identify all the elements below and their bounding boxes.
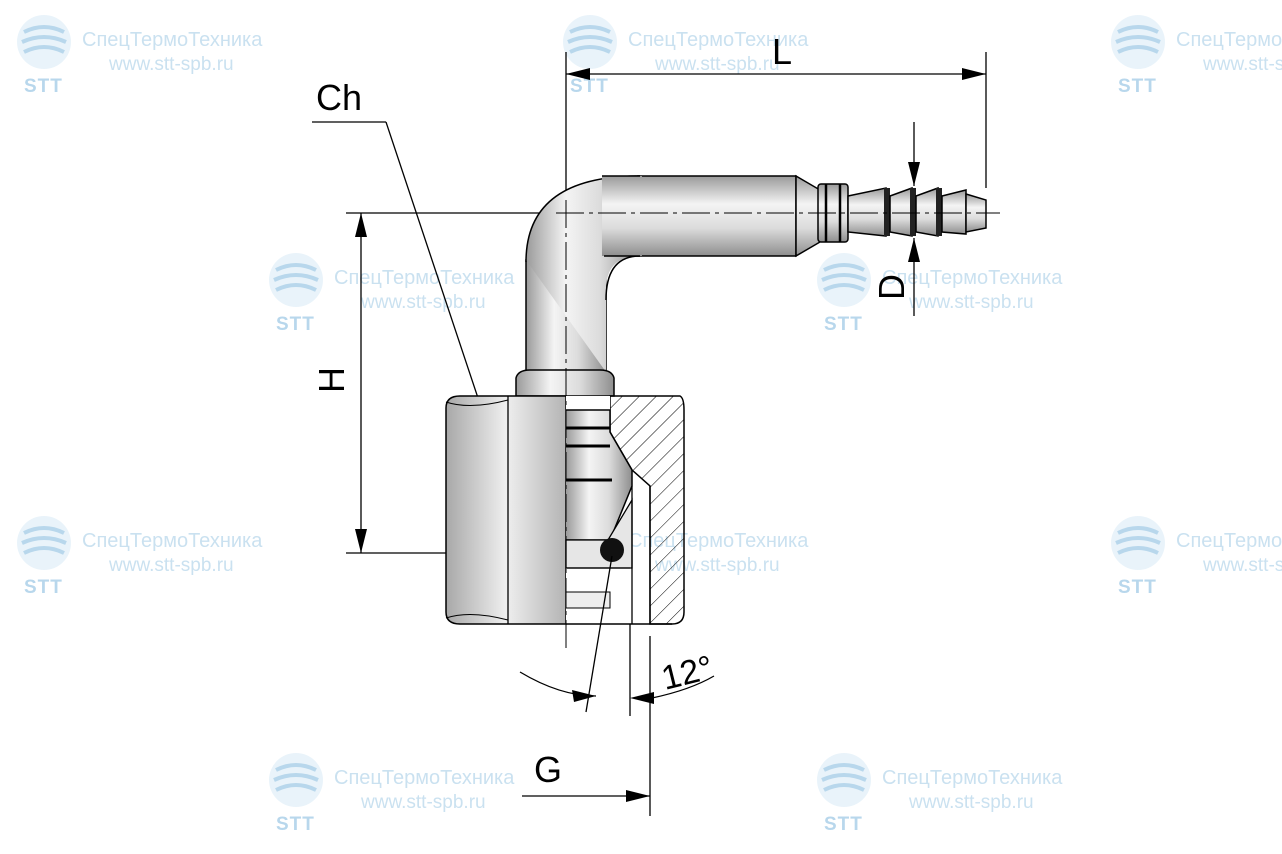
stt-logo-icon (817, 253, 871, 307)
dimension-G (522, 636, 651, 816)
stt-logo-icon (269, 753, 323, 807)
label-D: D (871, 274, 912, 300)
watermark: СпецТермоТехника www.stt-spb.ru STT (1108, 515, 1282, 605)
arrowhead (908, 238, 920, 262)
watermark-logo-text: STT (1118, 577, 1157, 598)
watermark-url: www.stt-spb.ru (361, 292, 486, 313)
label-L: L (772, 31, 792, 72)
watermark-brand: СпецТермоТехника (882, 767, 1063, 789)
watermark-brand: СпецТермоТехника (882, 267, 1063, 289)
watermark-url: www.stt-spb.ru (361, 792, 486, 813)
watermark: СпецТермоТехника www.stt-spb.ru STT (14, 515, 314, 605)
dimension-D (908, 122, 920, 316)
watermark-url: www.stt-spb.ru (909, 292, 1034, 313)
watermark: СпецТермоТехника www.stt-spb.ru STT (14, 14, 314, 104)
watermark-url: www.stt-spb.ru (109, 54, 234, 75)
watermark-url: www.stt-spb.ru (109, 555, 234, 576)
label-Ch: Ch (316, 77, 362, 118)
label-G: G (534, 749, 562, 790)
stt-logo-icon (1111, 15, 1165, 69)
watermark: СпецТермоТехника www.stt-spb.ru STT (266, 752, 566, 842)
watermark-brand: СпецТермоТехника (82, 530, 263, 552)
elbow-tube (525, 174, 821, 373)
hex-nut (445, 395, 567, 625)
watermark-url: www.stt-spb.ru (909, 792, 1034, 813)
watermark-brand: СпецТермоТехника (628, 29, 809, 51)
watermark: СпецТермоТехника www.stt-spb.ru STT (1108, 14, 1282, 104)
label-H: H (311, 367, 352, 393)
stt-logo-icon (17, 15, 71, 69)
arrowhead (908, 162, 920, 186)
watermark: СпецТермоТехника www.stt-spb.ru STT (266, 252, 566, 342)
watermark: СпецТермоТехника www.stt-spb.ru STT (814, 752, 1114, 842)
arrowhead (962, 68, 986, 80)
arrowhead (626, 790, 650, 802)
arrowhead (572, 690, 596, 702)
watermark-url: www.stt-spb.ru (655, 555, 780, 576)
watermark: СпецТермоТехника www.stt-spb.ru STT (814, 252, 1114, 342)
watermark-url: www.stt-spb.ru (1203, 54, 1282, 75)
dimension-angle (519, 555, 715, 716)
watermark: СпецТермоТехника www.stt-spb.ru STT (560, 14, 860, 104)
watermark-brand: СпецТермоТехника (1176, 530, 1282, 552)
watermark-brand: СпецТермоТехника (1176, 29, 1282, 51)
hose-barb (556, 183, 1000, 243)
watermark-logo-text: STT (824, 314, 863, 335)
arrowhead (630, 692, 654, 704)
stt-logo-icon (269, 253, 323, 307)
dimension-L (565, 52, 987, 205)
watermark-logo-text: STT (276, 314, 315, 335)
watermark-brand: СпецТермоТехника (334, 267, 515, 289)
stt-logo-icon (17, 516, 71, 570)
o-ring (600, 538, 624, 562)
watermark-logo-text: STT (1118, 76, 1157, 97)
watermark-url: www.stt-spb.ru (1203, 555, 1282, 576)
watermark-logo-text: STT (824, 814, 863, 835)
arrowhead (566, 68, 590, 80)
watermark-logo-text: STT (570, 76, 609, 97)
stt-logo-icon (563, 15, 617, 69)
stt-logo-icon (1111, 516, 1165, 570)
label-angle: 12° (658, 648, 717, 697)
arrowhead (355, 529, 367, 553)
watermark-brand: СпецТермоТехника (334, 767, 515, 789)
arrowhead (355, 213, 367, 237)
stt-logo-icon (817, 753, 871, 807)
watermark-url: www.stt-spb.ru (655, 54, 780, 75)
collar (515, 369, 615, 397)
watermark-logo-text: STT (24, 577, 63, 598)
watermark-logo-text: STT (24, 76, 63, 97)
nut-section (565, 395, 685, 625)
watermark-brand: СпецТермоТехника (82, 29, 263, 51)
watermark-logo-text: STT (276, 814, 315, 835)
